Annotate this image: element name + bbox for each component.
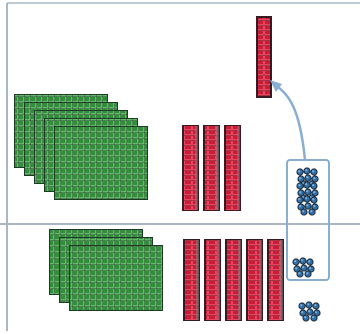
node-cluster bbox=[292, 257, 315, 278]
feature-bar bbox=[204, 239, 221, 321]
feature-map-grid bbox=[54, 126, 148, 200]
top-grid-stack bbox=[14, 94, 148, 200]
top-feature-bars bbox=[182, 125, 241, 211]
feature-bar bbox=[225, 239, 242, 321]
feature-bar bbox=[246, 239, 263, 321]
connector-arrow bbox=[273, 82, 307, 161]
feature-bar bbox=[224, 125, 241, 211]
arrow-head-icon bbox=[270, 80, 282, 92]
feature-bar bbox=[203, 125, 220, 211]
selection-box bbox=[286, 159, 330, 281]
node-cluster bbox=[298, 301, 321, 322]
bottom-feature-bars bbox=[183, 239, 284, 321]
output-feature-bar bbox=[256, 16, 272, 98]
feature-bar bbox=[182, 125, 199, 211]
feature-bar bbox=[183, 239, 200, 321]
feature-map-grid bbox=[69, 245, 163, 311]
top-node-clusters bbox=[296, 167, 319, 216]
bottom-grid-stack bbox=[49, 229, 163, 311]
bottom-node-clusters bbox=[292, 257, 321, 322]
node-cluster bbox=[296, 195, 319, 216]
feature-bar bbox=[267, 239, 284, 321]
